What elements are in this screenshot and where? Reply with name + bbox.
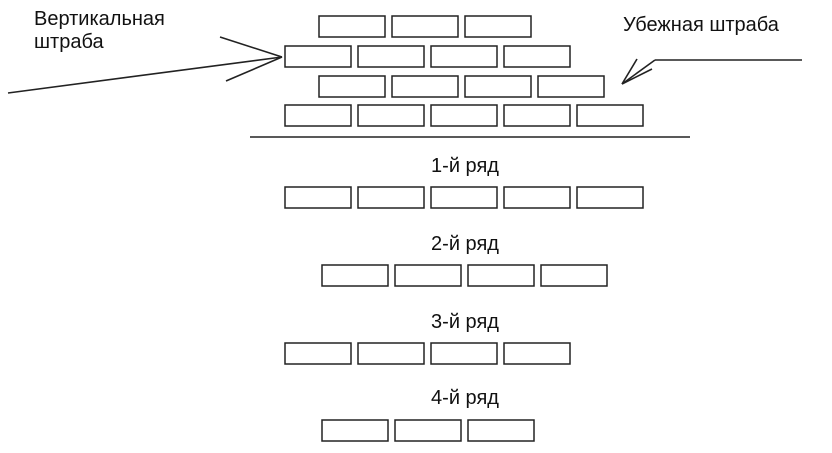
wall-brick (357, 104, 425, 127)
vertical-toothing-label-line2: штраба (34, 31, 104, 53)
wall-brick (576, 104, 644, 127)
row-1-brick (430, 186, 498, 209)
wall-brick (391, 15, 459, 38)
wall-brick (357, 45, 425, 68)
rows-group (284, 186, 644, 442)
row-3-brick (503, 342, 571, 365)
wall-brick (318, 75, 386, 98)
row-3-brick (430, 342, 498, 365)
row-2-brick (467, 264, 535, 287)
row-4-brick (394, 419, 462, 442)
wall-brick (537, 75, 605, 98)
row-1-brick (357, 186, 425, 209)
vertical-toothing-arrow (7, 36, 283, 94)
row-4-brick (467, 419, 535, 442)
row-1-brick (576, 186, 644, 209)
wall-brick (284, 104, 352, 127)
row-label-1: 1-й ряд (431, 155, 499, 177)
wall-brick (391, 75, 459, 98)
raking-toothing-label: Убежная штрaба (623, 14, 779, 36)
wall-brick (464, 15, 532, 38)
row-label-2: 2-й ряд (431, 233, 499, 255)
vertical-toothing-label-line1: Вертикальная (34, 8, 165, 30)
wall-brick (503, 45, 571, 68)
row-label-3: 3-й ряд (431, 311, 499, 333)
row-2-brick (540, 264, 608, 287)
wall-brick (464, 75, 532, 98)
row-4-brick (321, 419, 389, 442)
assembled-wall (284, 15, 644, 127)
wall-brick (430, 45, 498, 68)
row-label-4: 4-й ряд (431, 387, 499, 409)
row-1-brick (284, 186, 352, 209)
row-3-brick (284, 342, 352, 365)
vertical-toothing-label: Вертикальная штраба (34, 8, 165, 54)
row-2-brick (394, 264, 462, 287)
wall-brick (284, 45, 352, 68)
wall-brick (318, 15, 386, 38)
row-1-brick (503, 186, 571, 209)
raking-toothing-arrow (621, 58, 802, 85)
wall-brick (430, 104, 498, 127)
row-2-brick (321, 264, 389, 287)
wall-brick (503, 104, 571, 127)
row-3-brick (357, 342, 425, 365)
